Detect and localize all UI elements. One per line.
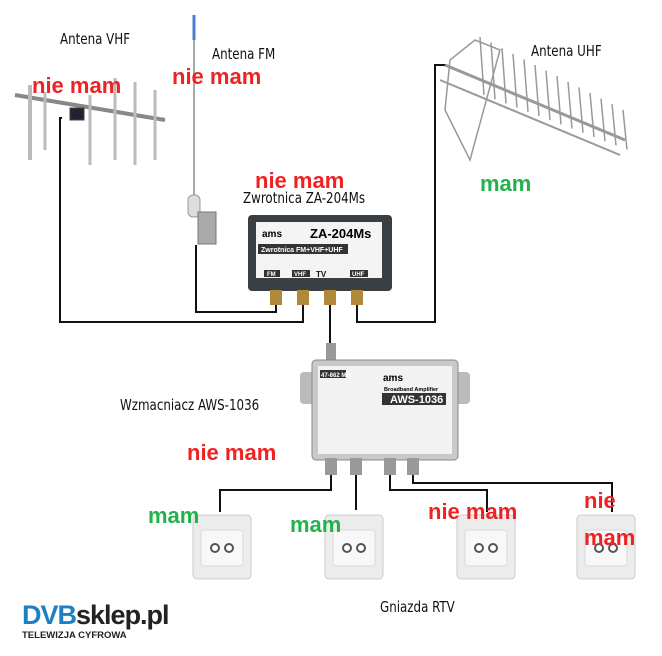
logo-dvb: DVB [22, 600, 77, 630]
logo-sklep: sklep.pl [76, 600, 170, 630]
status-amplifier: nie mam [187, 440, 277, 465]
amplifier-connectors [325, 458, 419, 475]
cable-out-4 [412, 475, 613, 512]
status-outlet-1: mam [148, 503, 200, 528]
uhf-director [611, 104, 617, 146]
uhf-antenna [439, 36, 628, 163]
status-antenna-vhf: nie mam [32, 73, 122, 98]
label-antenna-fm: Antena FM [212, 45, 276, 63]
cable-out-3 [389, 475, 488, 512]
cable-out-1 [219, 475, 332, 512]
cable-uhf [356, 64, 446, 323]
port-fm: FM [267, 272, 276, 278]
uhf-director [622, 109, 628, 150]
uhf-director [534, 64, 540, 117]
status-antenna-uhf: mam [480, 171, 532, 196]
amplifier-band: 47-862 MHz [321, 373, 354, 379]
uhf-director [490, 42, 496, 100]
status-outlet-4-line1: nie [584, 488, 616, 513]
status-outlet-4-line2: mam [584, 525, 636, 550]
uhf-director [600, 98, 606, 142]
status-splitter: nie mam [255, 168, 345, 193]
logo-tagline: TELEWIZJA CYFROWA [22, 630, 127, 641]
port-tv: TV [316, 270, 327, 279]
tv-outlet-2 [324, 514, 384, 580]
label-antenna-uhf: Antena UHF [531, 42, 602, 60]
amplifier-model: AWS-1036 [390, 394, 443, 406]
label-amplifier: Wzmacniacz AWS-1036 [120, 396, 260, 414]
splitter-model: ZA-204Ms [310, 226, 371, 241]
uhf-director [479, 36, 485, 96]
fm-antenna [187, 15, 217, 245]
amplifier-subtitle: Broadband Amplifier [384, 387, 439, 393]
tv-outlet-4 [576, 514, 636, 580]
uhf-director [501, 48, 507, 104]
vhf-antenna [14, 78, 166, 165]
amplifier-brand: ams [383, 373, 403, 384]
amplifier-device: 47-862 MHz ams Broadband Amplifier AWS-1… [300, 343, 470, 475]
status-antenna-fm: nie mam [172, 64, 262, 89]
splitter-title: Zwrotnica FM+VHF+UHF [261, 247, 343, 254]
label-antenna-vhf: Antena VHF [60, 30, 131, 48]
uhf-director [589, 92, 595, 138]
label-outlets: Gniazda RTV [380, 598, 455, 616]
port-uhf: UHF [352, 272, 365, 278]
uhf-director [545, 70, 551, 121]
status-outlet-2: mam [290, 512, 342, 537]
tv-outlet-1 [192, 514, 252, 580]
outlets [192, 514, 636, 580]
uhf-director [512, 53, 518, 108]
splitter-device: ams ZA-204Ms Zwrotnica FM+VHF+UHF FM VHF… [248, 215, 392, 305]
tv-outlet-3 [456, 514, 516, 580]
cables [59, 64, 613, 512]
splitter-connectors [270, 290, 363, 305]
uhf-director [523, 59, 529, 112]
splitter-brand: ams [262, 229, 282, 240]
uhf-director [567, 81, 573, 129]
cable-vhf [59, 117, 304, 323]
status-outlet-3: nie mam [428, 499, 518, 524]
uhf-director [556, 76, 562, 125]
port-vhf: VHF [294, 272, 306, 278]
cable-fm [195, 245, 277, 313]
label-splitter: Zwrotnica ZA-204Ms [243, 189, 366, 207]
dvbsklep-logo: DVBsklep.pl TELEWIZJA CYFROWA [22, 600, 170, 642]
uhf-director [578, 87, 584, 133]
